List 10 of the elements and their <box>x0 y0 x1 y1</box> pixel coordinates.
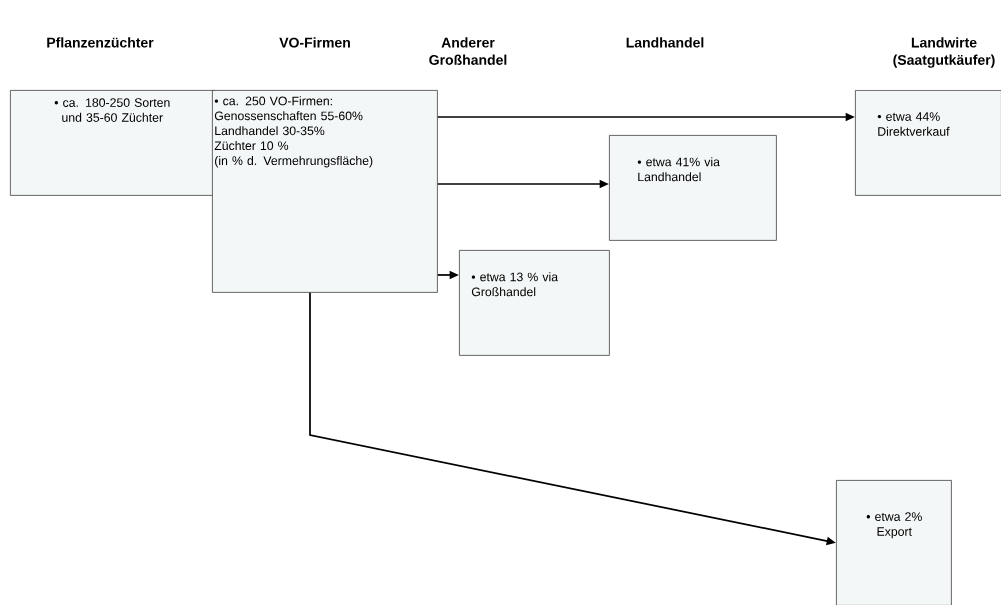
text-box: • etwa 44% Direktverkauf <box>855 90 1001 196</box>
column-heading: Pflanzenzüchter <box>47 37 154 48</box>
column-heading: Landwirte (Saatgutkäufer) <box>893 37 995 68</box>
text-box: • etwa 41% via Landhandel <box>609 135 777 241</box>
column-heading: Landhandel <box>626 37 704 48</box>
column-heading: Anderer Großhandel <box>429 37 507 65</box>
text-box: • ca. 180-250 Sorten und 35-60 Züchter <box>10 90 215 196</box>
text-box: • etwa 13 % via Großhandel <box>459 250 610 356</box>
column-heading: VO-Firmen <box>279 37 350 48</box>
text-box: • etwa 2% Export <box>836 480 952 605</box>
